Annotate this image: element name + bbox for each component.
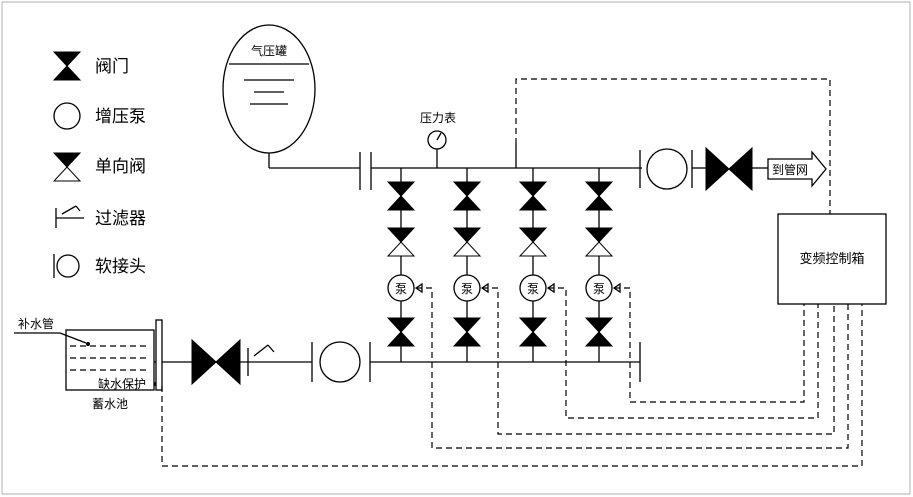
branch-check-valve-3 [518,241,548,257]
booster-pump-3 [519,274,547,302]
branch-inlet-valve-1 [386,317,416,333]
discharge-valve [705,146,753,192]
branch-valve-3 [518,195,548,211]
to-network-label: 到管网 [772,162,808,177]
vfd-control-box-label: 变频控制箱 [799,251,864,267]
pump-label: 泵 [461,282,473,296]
legend-filter-label: 过滤器 [95,209,146,229]
legend-pump-icon [53,102,81,130]
vfd-control-box [777,213,887,305]
branch-check-valve-1 [386,241,416,257]
pressure-tank-label: 气压罐 [251,43,287,58]
pressure-gauge-icon [427,130,447,168]
branch-check-valve-2 [452,227,482,243]
pump-label: 泵 [395,282,407,296]
branch-inlet-valve-2 [452,331,482,347]
branch-inlet-valve-1 [386,331,416,347]
pump-label: 泵 [527,282,539,296]
branch-check-valve-4 [584,227,614,243]
branch-valve-1 [386,181,416,197]
legend-filter-icon [55,205,84,228]
branch-valve-1 [386,195,416,211]
branch-inlet-valve-4 [584,317,614,333]
branch-valve-2 [452,181,482,197]
branch-check-valve-3 [518,227,548,243]
branch-inlet-valve-4 [584,331,614,347]
branch-check-valve-1 [386,227,416,243]
discharge-soft-joint [646,148,688,190]
branch-inlet-valve-3 [518,331,548,347]
legend-check-valve-icon [52,152,82,182]
branch-valve-4 [584,181,614,197]
suction-filter-icon [247,344,275,376]
legend-soft-joint-icon [53,254,80,278]
branch-check-valve-4 [584,241,614,257]
pump-branches: 泵泵泵泵 [386,168,621,362]
suction-soft-joint [319,341,361,383]
control-wiring [161,78,863,467]
makeup-pipe-label: 补水管 [18,316,54,331]
low-water-protect-label: 缺水保护 [98,376,146,391]
to-network-arrow [767,150,827,188]
legend-check-valve-label: 单向阀 [95,157,146,177]
branch-check-valve-2 [452,241,482,257]
branch-valve-4 [584,195,614,211]
branch-valve-3 [518,181,548,197]
booster-pump-4 [585,274,613,302]
branch-inlet-valve-2 [452,317,482,333]
booster-pump-1 [387,274,415,302]
legend: 阀门 增压泵 单向阀 过滤器 软接头 [52,51,146,278]
reservoir-label: 蓄水池 [92,397,128,411]
branch-inlet-valve-3 [518,317,548,333]
float-icon [86,342,90,346]
sensor-column [155,319,163,391]
pressure-gauge-label: 压力表 [420,111,456,125]
makeup-pipe-line [59,332,87,344]
legend-valve-icon [52,51,82,81]
suction-valve [191,338,241,386]
reservoir-tank [65,329,155,391]
branch-valve-2 [452,195,482,211]
legend-pump-label: 增压泵 [95,107,146,127]
booster-pump-2 [453,274,481,302]
pump-label: 泵 [593,282,605,296]
legend-soft-joint-label: 软接头 [95,257,146,277]
legend-valve-label: 阀门 [95,57,129,77]
